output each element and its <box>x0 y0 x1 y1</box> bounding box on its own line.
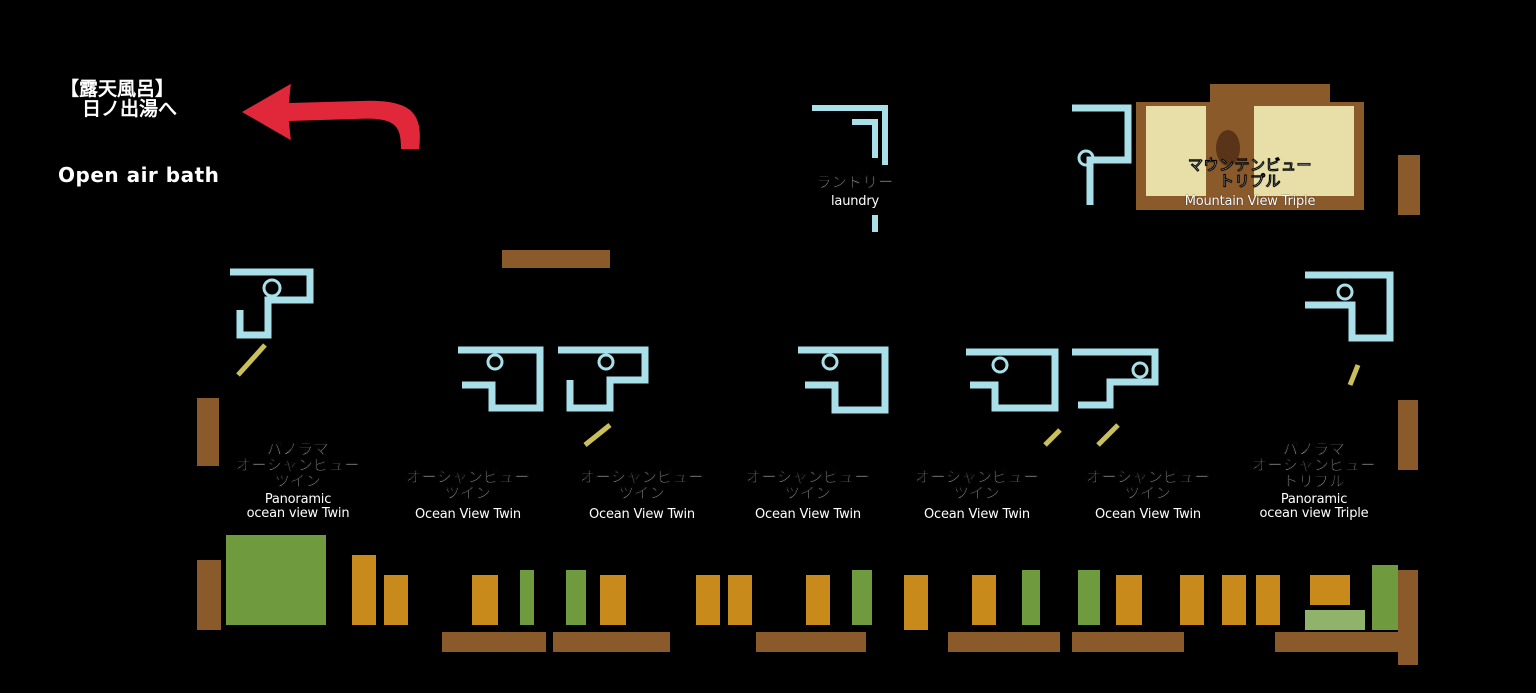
bath-arrow-icon <box>237 80 422 151</box>
room-6-jp1: オーシャンビュー <box>1086 468 1210 486</box>
mountain-label-jp1: マウンテンビュー <box>1187 156 1312 174</box>
room-5-jp1: オーシャンビュー <box>915 468 1039 486</box>
room-2-layout <box>442 346 546 652</box>
laundry-label-en: laundry <box>831 193 879 209</box>
mountain-label-jp2: トリプル <box>1218 171 1281 190</box>
room-4-jp2: ツイン <box>784 483 832 502</box>
room-3-jp1: オーシャンビュー <box>580 468 704 486</box>
room-1-jp2: オーシャンビュー <box>236 455 360 474</box>
room-7-jp2: オーシャンビュー <box>1252 455 1376 474</box>
room-1-en2: ocean view Twin <box>246 505 350 521</box>
room-label-6: オーシャンビュー ツイン Ocean View Twin <box>1068 468 1228 522</box>
room-2-jp2: ツイン <box>444 483 492 502</box>
room-label-4: オーシャンビュー ツイン Ocean View Twin <box>728 468 888 522</box>
room-3-layout <box>553 346 670 652</box>
room-label-3: オーシャンビュー ツイン Ocean View Twin <box>562 468 722 522</box>
bath-title-jp: 【露天風呂】 日ノ出湯へ <box>60 78 240 120</box>
mountain-view-label: マウンテンビュー トリプル Mountain View Triple <box>1150 156 1350 209</box>
room-1-jp1: パノラマ <box>266 440 329 458</box>
laundry-room <box>812 105 888 232</box>
room-5-layout <box>904 348 1062 652</box>
room-4-jp1: オーシャンビュー <box>746 468 870 486</box>
room-label-1: パノラマ オーシャンビュー ツイン Panoramic ocean view T… <box>218 440 378 521</box>
room-1-layout <box>197 268 408 630</box>
room-7-jp3: トリプル <box>1282 471 1345 490</box>
room-1-jp3: ツイン <box>274 471 322 490</box>
room-7-jp1: パノラマ <box>1282 440 1345 458</box>
room-label-7: パノラマ オーシャンビュー トリプル Panoramic ocean view … <box>1234 440 1394 521</box>
room-label-2: オーシャンビュー ツイン Ocean View Twin <box>388 468 548 522</box>
room-6-layout <box>1072 348 1204 652</box>
mountain-view-triple-room <box>1072 84 1420 215</box>
room-3-en1: Ocean View Twin <box>589 506 695 522</box>
bath-title-en: Open air bath <box>58 163 220 187</box>
room-3-jp2: ツイン <box>618 483 666 502</box>
room-6-en1: Ocean View Twin <box>1095 506 1201 522</box>
laundry-label: ランドリー laundry <box>800 173 910 209</box>
room-6-jp2: ツイン <box>1124 483 1172 502</box>
room-7-layout <box>1222 271 1418 665</box>
room-4-en1: Ocean View Twin <box>755 506 861 522</box>
room-2-jp1: オーシャンビュー <box>406 468 530 486</box>
room-1-en1: Panoramic <box>264 492 332 508</box>
corridor-wall <box>502 250 610 268</box>
room-2-en1: Ocean View Twin <box>415 506 521 522</box>
room-5-jp2: ツイン <box>953 483 1001 502</box>
room-label-5: オーシャンビュー ツイン Ocean View Twin <box>897 468 1057 522</box>
room-7-en1: Panoramic <box>1280 492 1348 508</box>
bath-title-jp-line1: 【露天風呂】 <box>60 78 175 100</box>
bath-title-jp-line2: 日ノ出湯へ <box>82 97 178 120</box>
room-7-en2: ocean view Triple <box>1259 505 1369 521</box>
room-4-layout <box>696 346 889 652</box>
mountain-label-en: Mountain View Triple <box>1184 193 1316 209</box>
laundry-label-jp: ランドリー <box>816 173 894 191</box>
room-5-en1: Ocean View Twin <box>924 506 1030 522</box>
